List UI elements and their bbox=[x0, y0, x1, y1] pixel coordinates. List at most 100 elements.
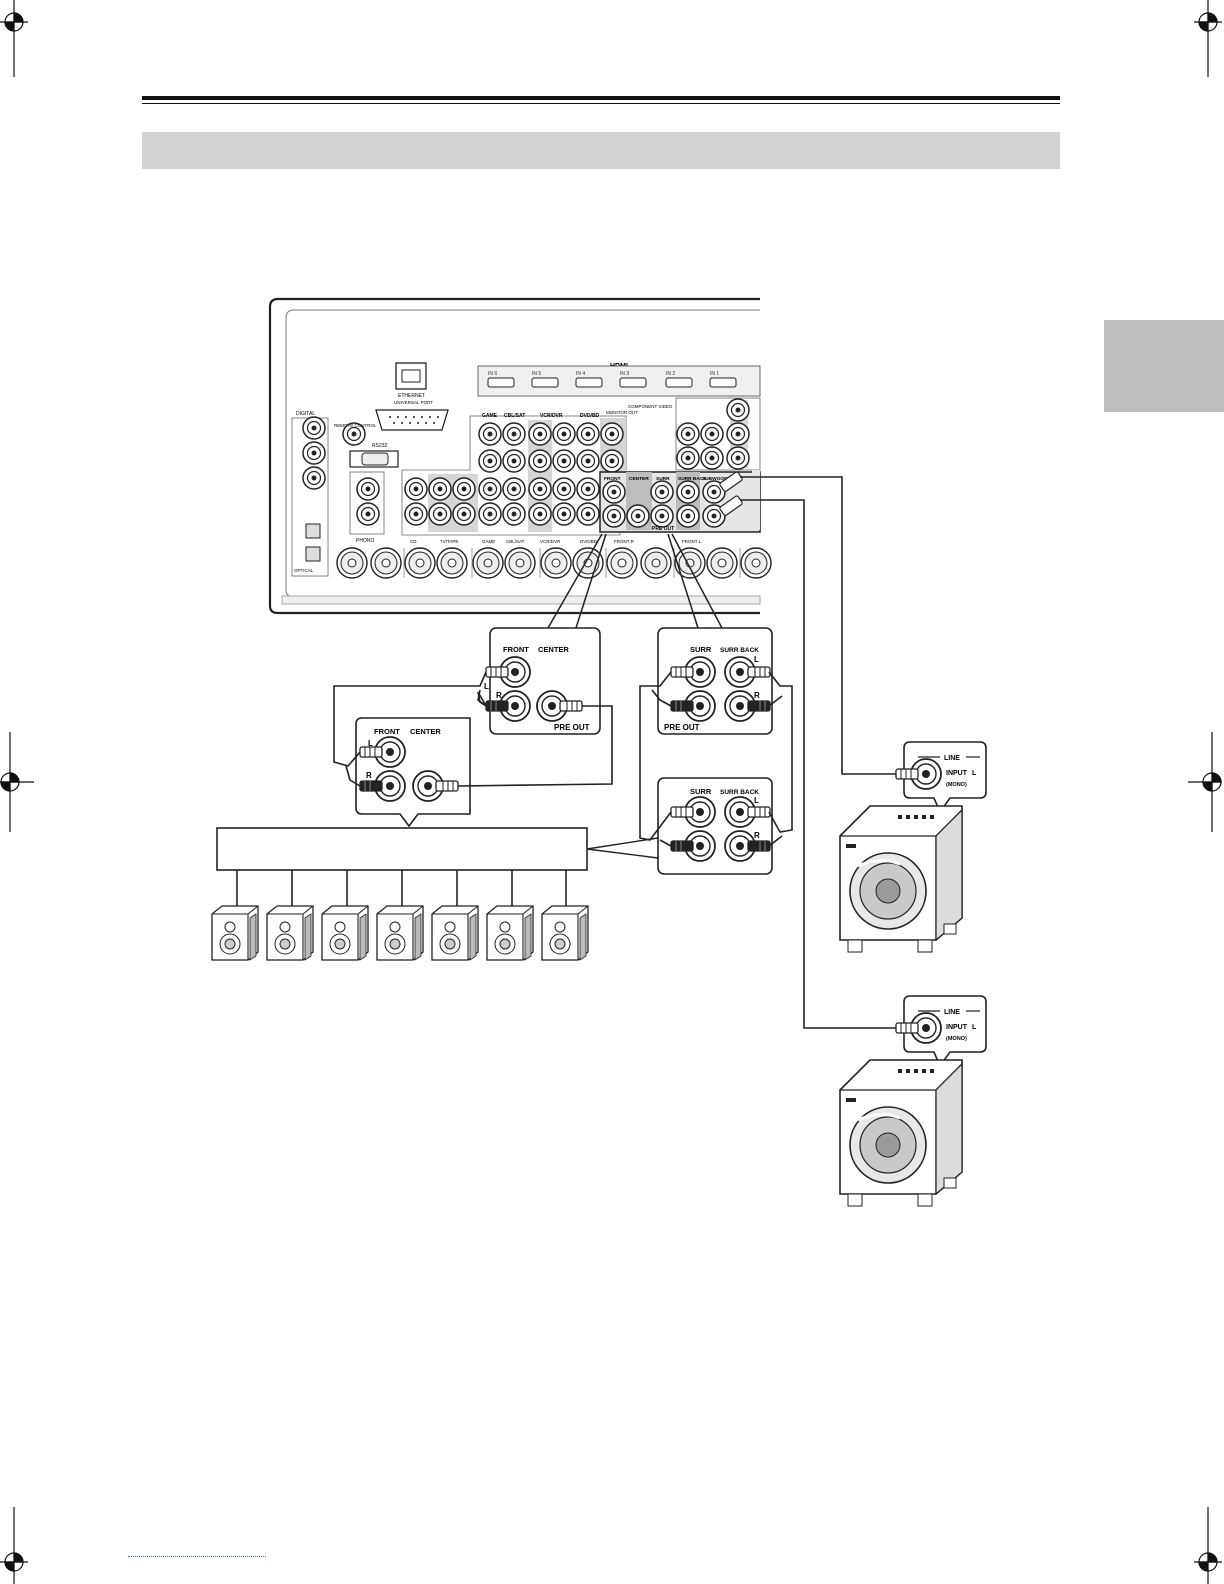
sub2-line-label: LINE bbox=[944, 1009, 960, 1016]
bottom-vcrdvr-label: VCR/DVR bbox=[540, 539, 561, 544]
amp-l-label: L bbox=[368, 739, 373, 748]
amp-surr-label: SURR bbox=[690, 787, 712, 796]
preout-subwoofer-label: SUBWOOFER bbox=[702, 476, 734, 482]
preout-labels: FRONT CENTER SURR SURR BACK SUBWOOFER bbox=[604, 476, 734, 482]
speakers bbox=[211, 905, 589, 961]
callout-right-preout-label: PRE OUT bbox=[664, 723, 700, 732]
amp-r-label: R bbox=[366, 771, 372, 780]
bottom-dvdbd-label: DVD/BD bbox=[580, 539, 598, 544]
callout-right-r-label: R bbox=[754, 691, 760, 700]
optical-label: OPTICAL bbox=[294, 568, 314, 573]
preout-bar-label: PRE OUT bbox=[652, 526, 674, 532]
callout-surround: SURR SURR BACK L R PRE OUT bbox=[657, 627, 773, 735]
bottom-source-labels: CD TV/TAPE GAME CBL/SAT VCR/DVR DVD/BD F… bbox=[410, 539, 702, 544]
source-game-label: GAME bbox=[482, 413, 498, 419]
hdmi-in-2-label: IN 2 bbox=[666, 371, 675, 377]
phono-label: PHONO bbox=[356, 538, 374, 544]
subwoofer-2 bbox=[838, 1058, 964, 1208]
hdmi-in-6-label: IN 6 bbox=[488, 371, 497, 377]
rs232-label: RS232 bbox=[372, 443, 388, 449]
callout-right-l-label: L bbox=[754, 655, 759, 664]
callout-surr-label: SURR bbox=[690, 645, 712, 654]
callout-r-label: R bbox=[496, 691, 502, 700]
amp-callout-front-center: FRONT CENTER L R bbox=[355, 717, 471, 828]
header-rule-thin bbox=[142, 103, 1060, 104]
callout-front-center: FRONT CENTER L R PRE OUT bbox=[484, 627, 601, 735]
bottom-cblsat-label: CBL/SAT bbox=[506, 539, 525, 544]
preout-center-label: CENTER bbox=[629, 476, 649, 482]
power-amplifier-box bbox=[216, 827, 588, 871]
source-cblsat-label: CBL/SAT bbox=[504, 413, 525, 419]
speaker-2 bbox=[266, 905, 314, 961]
hdmi-in-1-label: IN 1 bbox=[710, 371, 719, 377]
monitor-out-label: MONITOR OUT bbox=[606, 410, 638, 415]
amp-surrback-label: SURR BACK bbox=[720, 789, 759, 796]
component-video-label: COMPONENT VIDEO bbox=[628, 404, 673, 409]
sub1-line-label: LINE bbox=[944, 755, 960, 762]
cables-right bbox=[639, 671, 793, 847]
subwoofer-1 bbox=[838, 804, 964, 954]
callout-surrback-label: SURR BACK bbox=[720, 647, 759, 654]
callout-center-label: CENTER bbox=[538, 645, 569, 654]
preout-front-label: FRONT bbox=[604, 476, 621, 482]
sub1-mono-label: (MONO) bbox=[946, 782, 967, 788]
speaker-5 bbox=[431, 905, 479, 961]
callout-preout-label: PRE OUT bbox=[554, 723, 590, 732]
digital-label: DIGITAL bbox=[296, 411, 315, 417]
hdmi-in-4-label: IN 4 bbox=[576, 371, 585, 377]
reg-mark-top-left bbox=[0, 0, 28, 77]
speaker-4 bbox=[376, 905, 424, 961]
amp-center-label: CENTER bbox=[410, 727, 441, 736]
ethernet-label: ETHERNET bbox=[398, 393, 425, 399]
speaker-7 bbox=[541, 905, 589, 961]
sub2-l-label: L bbox=[972, 1024, 977, 1031]
hdmi-ports bbox=[487, 377, 737, 388]
reg-mark-mid-right bbox=[1188, 732, 1222, 832]
hdmi-in-5-label: IN 5 bbox=[532, 371, 541, 377]
cables-left bbox=[333, 671, 613, 787]
subwoofer-callout-1: LINE INPUT L (MONO) bbox=[895, 741, 987, 814]
bottom-tvtape-label: TV/TAPE bbox=[440, 539, 458, 544]
receiver-rear-panel: HDMI IN 6 IN 5 IN 4 IN 3 IN 2 IN 1 ETHER… bbox=[268, 297, 772, 615]
amp-callout-surround: SURR SURR BACK L R bbox=[657, 777, 773, 875]
footer-link-underline bbox=[128, 1556, 266, 1558]
speaker-1 bbox=[211, 905, 259, 961]
callout-pointers bbox=[547, 533, 723, 629]
hdmi-in-3-label: IN 3 bbox=[620, 371, 629, 377]
speaker-3 bbox=[321, 905, 369, 961]
section-heading-bar bbox=[142, 132, 1060, 169]
universal-port bbox=[375, 409, 449, 431]
bottom-cd-label: CD bbox=[410, 539, 417, 544]
preout-surr-label: SURR bbox=[656, 476, 670, 482]
chapter-tab bbox=[1104, 320, 1224, 412]
source-labels: GAME CBL/SAT VCR/DVR DVD/BD bbox=[482, 413, 600, 419]
bottom-game-label: GAME bbox=[482, 539, 495, 544]
subwoofer-cables bbox=[740, 476, 898, 1029]
reg-mark-bottom-right bbox=[1194, 1507, 1222, 1584]
amp-right-r-label: R bbox=[754, 831, 760, 840]
bottom-frontr-label: FRONT R bbox=[614, 539, 635, 544]
sub2-mono-label: (MONO) bbox=[946, 1036, 967, 1042]
source-vcrdvr-label: VCR/DVR bbox=[540, 413, 563, 419]
subwoofer-callout-2: LINE INPUT L (MONO) bbox=[895, 995, 987, 1068]
amp-front-label: FRONT bbox=[374, 727, 400, 736]
speaker-6 bbox=[486, 905, 534, 961]
hdmi-input-labels: IN 6 IN 5 IN 4 IN 3 IN 2 IN 1 bbox=[488, 371, 719, 377]
sub1-input-label: INPUT bbox=[946, 770, 968, 777]
callout-l-label: L bbox=[484, 682, 489, 691]
preout-surrback-label: SURR BACK bbox=[678, 476, 707, 482]
speaker-wires bbox=[236, 870, 567, 906]
remote-control-label: REMOTE CONTROL bbox=[334, 423, 377, 428]
universal-port-label: UNIVERSAL PORT bbox=[394, 400, 433, 405]
reg-mark-mid-left bbox=[0, 732, 34, 832]
source-dvdbd-label: DVD/BD bbox=[580, 413, 600, 419]
reg-mark-bottom-left bbox=[0, 1507, 28, 1584]
bottom-frontl-label: FRONT L bbox=[682, 539, 702, 544]
reg-mark-top-right bbox=[1194, 0, 1222, 77]
header-rule-thick bbox=[142, 96, 1060, 100]
callout-front-label: FRONT bbox=[503, 645, 529, 654]
sub1-l-label: L bbox=[972, 770, 977, 777]
sub2-input-label: INPUT bbox=[946, 1024, 968, 1031]
